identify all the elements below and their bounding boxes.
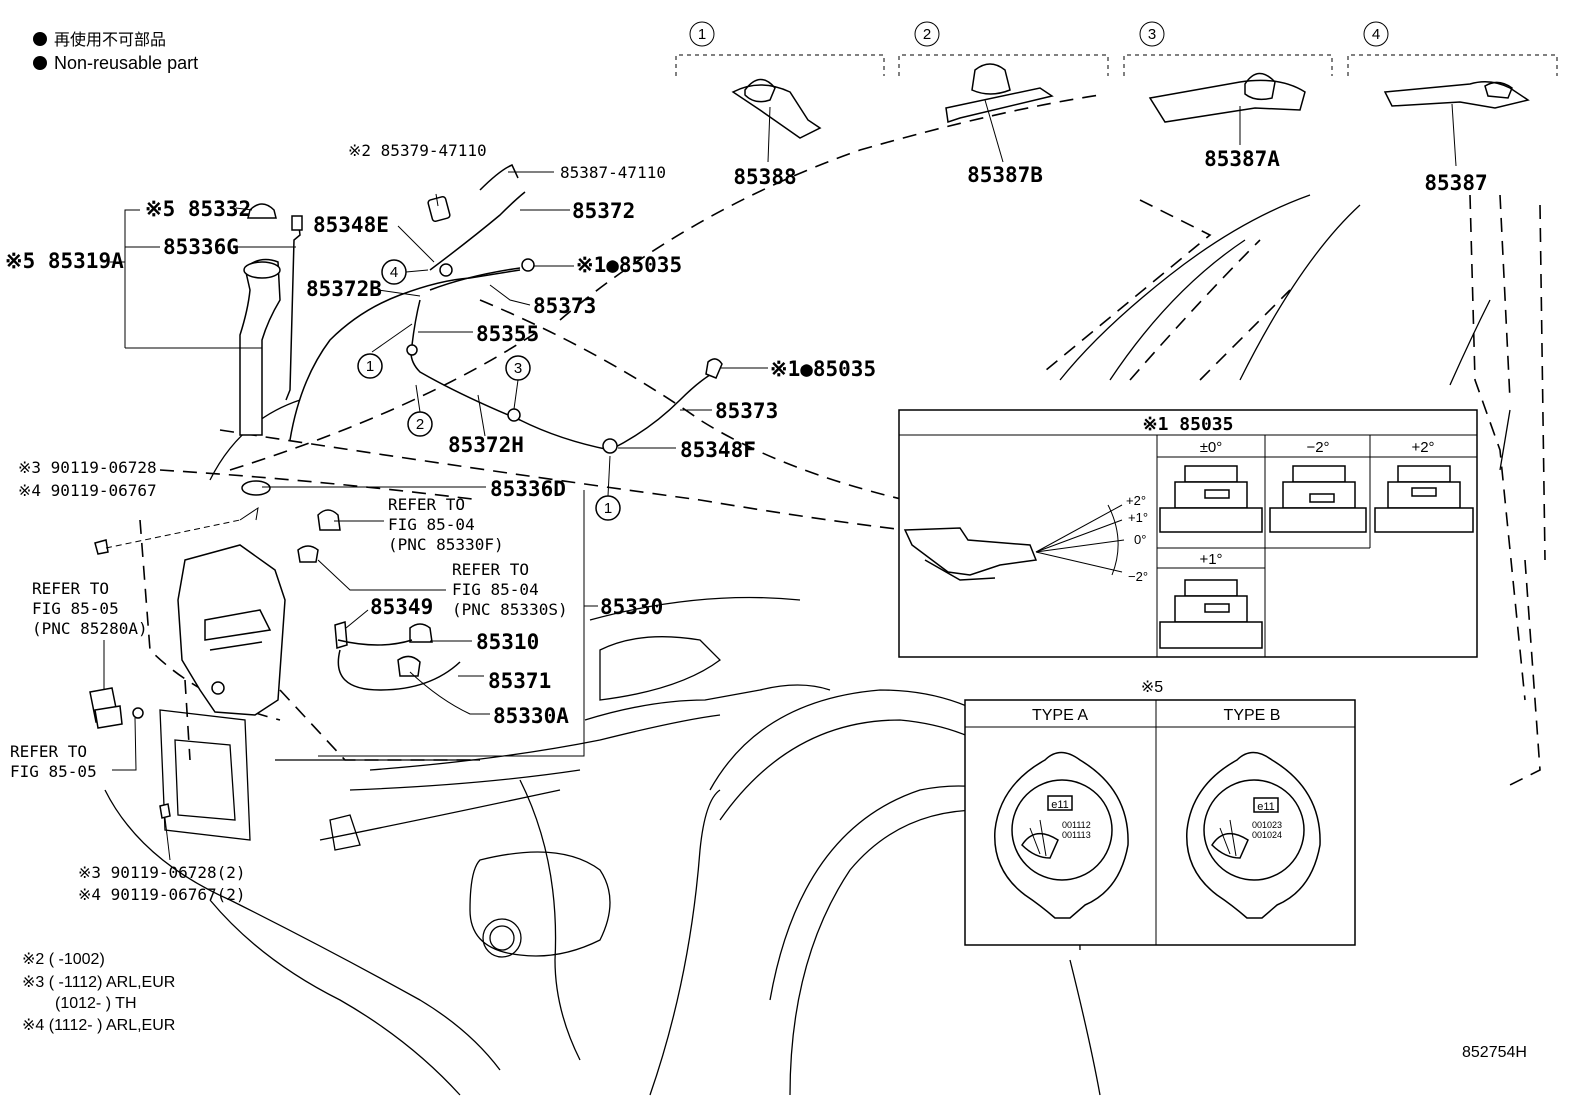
refer1-line2: FIG 85-04 [388, 515, 475, 534]
label-85319A: ※5 85319A [5, 249, 124, 273]
label-85336G: 85336G [163, 235, 239, 259]
label-85387-47110: 85387-47110 [560, 163, 666, 182]
cap-type-box: ※5 TYPE A TYPE B e11 001112 001113 e11 0… [964, 679, 1356, 946]
angle-0: ±0° [1200, 439, 1223, 456]
label-85348F: 85348F [680, 438, 756, 462]
cap-box-title: ※5 [1141, 679, 1163, 696]
callout-3: 3 [514, 360, 522, 377]
label-bolt-bottom-3: ※3 90119-06728(2) [78, 863, 246, 882]
cap-b-code2: 001024 [1252, 830, 1282, 840]
footnote-3b: (1012- ) TH [55, 995, 137, 1012]
variant-1-part: 85388 [733, 165, 796, 189]
variant-1: 1 85388 [675, 21, 885, 189]
callout-1b: 1 [604, 500, 612, 517]
legend-en: Non-reusable part [54, 53, 198, 73]
cap-b-code1: 001023 [1252, 820, 1282, 830]
label-85336D: 85336D [490, 477, 566, 501]
label-85372H: 85372H [448, 433, 524, 457]
refer1-line3: (PNC 85330F) [388, 535, 504, 554]
label-85348E: 85348E [313, 213, 389, 237]
variant-3-part: 85387A [1204, 147, 1280, 171]
refer4-line1: REFER TO [10, 742, 87, 761]
spray-plus2: +2° [1126, 493, 1146, 508]
footnote-4: ※4 (1112- ) ARL,EUR [22, 1017, 175, 1034]
cap-type-b: e11 001023 001024 [1186, 751, 1321, 919]
spray-0: 0° [1134, 532, 1146, 547]
nozzle-view-minus2 [1269, 465, 1367, 533]
cap-a-mark: e11 [1051, 799, 1069, 811]
refer3-line1: REFER TO [32, 579, 109, 598]
callout-4: 4 [390, 264, 398, 281]
variant-2-part: 85387B [967, 163, 1043, 187]
label-85330A: 85330A [493, 704, 569, 728]
refer2-line3: (PNC 85330S) [452, 600, 568, 619]
legend: 再使用不可部品 Non-reusable part [33, 31, 198, 73]
refer2-line1: REFER TO [452, 560, 529, 579]
callout-2: 2 [416, 416, 424, 433]
angle-plus1: +1° [1199, 551, 1222, 568]
label-bolt-top-3: ※3 90119-06728 [18, 458, 157, 477]
label-85332: ※5 85332 [145, 197, 251, 221]
label-85372: 85372 [572, 199, 635, 223]
callout-1a: 1 [366, 358, 374, 375]
variant-1-number: 1 [698, 26, 706, 43]
nozzle-view-0 [1159, 465, 1263, 533]
label-bolt-top-4: ※4 90119-06767 [18, 481, 157, 500]
label-bolt-bottom-4: ※4 90119-06767(2) [78, 885, 246, 904]
type-b-label: TYPE B [1224, 707, 1281, 724]
footnotes: ※2 ( -1002) ※3 ( -1112) ARL,EUR (1012- )… [22, 951, 175, 1034]
washer-assembly [89, 164, 723, 819]
nozzle-view-plus1 [1159, 579, 1263, 649]
cap-a-code1: 001112 [1062, 820, 1091, 830]
label-85349: 85349 [370, 595, 433, 619]
variant-3: 3 85387A [1123, 21, 1333, 171]
label-85373-bottom: 85373 [715, 399, 778, 423]
leader-lines [105, 171, 768, 861]
refer1-line1: REFER TO [388, 495, 465, 514]
spray-minus2: −2° [1128, 569, 1148, 584]
variant-4-number: 4 [1372, 26, 1380, 43]
variant-4-part: 85387 [1424, 171, 1487, 195]
cap-a-code2: 001113 [1062, 830, 1091, 840]
variant-2-number: 2 [923, 26, 931, 43]
variant-4: 4 85387 [1347, 21, 1558, 195]
cap-type-a: e11 001112 001113 [994, 751, 1129, 919]
spray-plus1: +1° [1128, 510, 1148, 525]
label-85373-top: 85373 [533, 294, 596, 318]
angle-plus2: +2° [1411, 439, 1434, 456]
refer3-line2: FIG 85-05 [32, 599, 119, 618]
diagram-id: 852754H [1462, 1044, 1527, 1061]
label-85379: ※2 85379-47110 [348, 141, 487, 160]
refer-notes: REFER TO FIG 85-04 (PNC 85330F) REFER TO… [10, 495, 568, 781]
variant-3-number: 3 [1148, 26, 1156, 43]
label-85035-bottom: ※1●85035 [770, 357, 876, 381]
car-body-outline [104, 94, 1546, 1096]
cap-b-mark: e11 [1257, 801, 1275, 813]
label-85330: 85330 [600, 595, 663, 619]
variant-2: 2 85387B [898, 21, 1109, 187]
callouts: 4 1 2 3 1 [357, 259, 621, 521]
refer2-line2: FIG 85-04 [452, 580, 539, 599]
type-a-label: TYPE A [1032, 707, 1088, 724]
refer3-line3: (PNC 85280A) [32, 619, 148, 638]
nozzle-box-title: ※1 85035 [1143, 414, 1234, 435]
angle-minus2: −2° [1306, 439, 1329, 456]
label-85372B: 85372B [306, 277, 382, 301]
legend-jp: 再使用不可部品 [54, 31, 166, 49]
footnote-2: ※2 ( -1002) [22, 951, 105, 968]
label-85371: 85371 [488, 669, 551, 693]
footnote-3a: ※3 ( -1112) ARL,EUR [22, 974, 175, 991]
part-labels: ※2 85379-47110 85387-47110 ※5 85332 8534… [5, 141, 1527, 1061]
label-85355: 85355 [476, 322, 539, 346]
refer4-line2: FIG 85-05 [10, 762, 97, 781]
nozzle-view-plus2 [1374, 465, 1474, 533]
nozzle-angle-box: ※1 85035 ±0° −2° +2° +1° [898, 409, 1478, 658]
label-85310: 85310 [476, 630, 539, 654]
label-85035-top: ※1●85035 [576, 253, 682, 277]
